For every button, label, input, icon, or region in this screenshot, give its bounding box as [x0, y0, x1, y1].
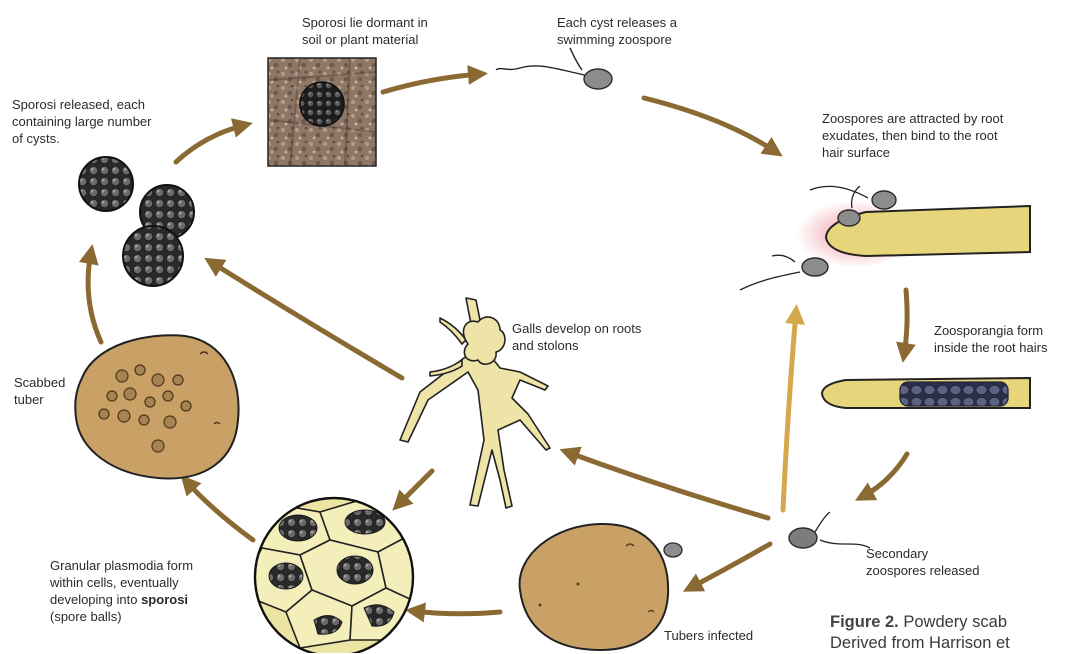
arrow-cyst-to-root [644, 98, 776, 152]
arrow-tuber-to-cells [413, 611, 500, 614]
released-sporosi-image [79, 157, 194, 286]
arrow-galls-to-cells [398, 471, 432, 505]
arrow-secondary-to-tuber [690, 544, 770, 588]
label-tubers-infected: Tubers infected [664, 627, 753, 644]
root-hair-attachment-image [740, 186, 1030, 290]
arrow-galls-to-sporosi [211, 262, 402, 378]
figure-label: Figure 2. [830, 613, 899, 631]
infected-tuber-image [520, 524, 682, 650]
arrow-secondary-to-galls [567, 452, 768, 518]
arrow-scabbed-to-sporosi [88, 252, 101, 342]
scabbed-tuber-image [75, 335, 238, 478]
arrow-cells-to-scabbed [186, 481, 253, 540]
caption-line1: Powdery scab [903, 613, 1007, 631]
arrow-root-to-sporangia [904, 290, 907, 355]
arrow-released-to-soil [176, 125, 245, 162]
arrow-secondary-to-root-gold [783, 312, 796, 510]
zoosporangia-root-hair-image [822, 378, 1030, 408]
soil-sporosus-image [268, 58, 376, 166]
secondary-zoospore-icon [789, 512, 870, 548]
figure-caption: Figure 2. Powdery scab Derived from Harr… [830, 612, 1010, 654]
arrow-soil-to-cyst [383, 74, 480, 92]
zoospore-icon [496, 48, 612, 89]
caption-line2: Derived from Harrison et [830, 633, 1010, 654]
label-granular-plasmodia: Granular plasmodia form within cells, ev… [50, 557, 193, 625]
plasmodia-cells-image [250, 498, 418, 653]
arrow-sporangia-to-secondary [862, 454, 907, 497]
